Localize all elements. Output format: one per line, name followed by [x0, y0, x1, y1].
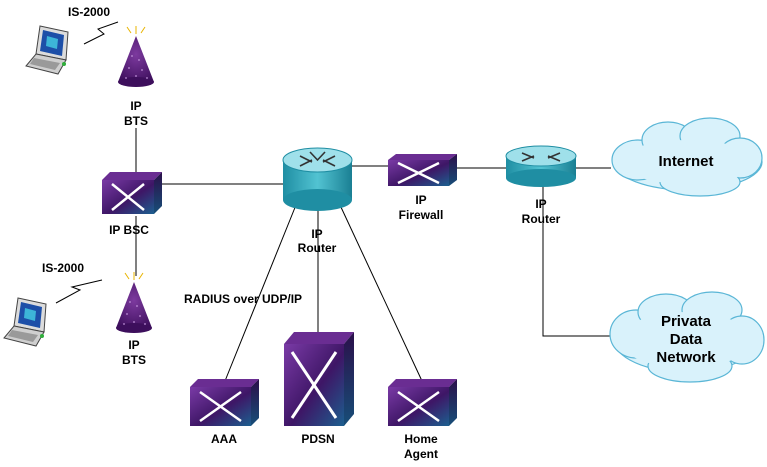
private-network-label-line3: Network	[656, 349, 716, 366]
top-bts-label-line2: BTS	[124, 114, 148, 128]
bts-tower-icon	[116, 272, 152, 333]
wireless-zigzag-icon	[55, 279, 103, 304]
radius-link-label: RADIUS over UDP/IP	[184, 292, 302, 306]
router-icon	[282, 147, 353, 211]
edge-router-label-line2: Router	[522, 212, 561, 226]
aaa-label: AAA	[211, 432, 237, 446]
link-edge-router-private-network	[542, 186, 616, 337]
server-icon	[190, 379, 259, 426]
server-icon	[284, 332, 354, 426]
link-core-router-home-agent	[339, 204, 423, 382]
private-network-label-line2: Data	[670, 331, 703, 348]
home-agent-label-line2: Agent	[404, 447, 438, 461]
top-air-interface-label: IS-2000	[68, 5, 110, 19]
wireless-zigzag-icon	[83, 21, 119, 45]
links	[135, 128, 616, 382]
edge-router-label-line1: IP	[535, 197, 546, 211]
server-icon	[388, 379, 457, 426]
core-router-label-line2: Router	[298, 241, 337, 255]
laptop-icon	[25, 25, 69, 75]
link-core-router-aaa	[224, 204, 297, 382]
home-agent-label-line1: Home	[404, 432, 438, 446]
bts-tower-icon	[118, 26, 154, 87]
firewall-label-line2: Firewall	[399, 208, 444, 222]
core-router-label-line1: IP	[311, 227, 322, 241]
pdsn-label: PDSN	[301, 432, 334, 446]
laptop-icon	[3, 297, 47, 347]
internet-label: Internet	[658, 153, 713, 170]
bsc-label: IP BSC	[109, 223, 149, 237]
bottom-bts-label-line2: BTS	[122, 353, 146, 367]
bottom-air-interface-label: IS-2000	[42, 261, 84, 275]
private-network-label-line1: Privata	[661, 313, 712, 330]
top-bts-label-line1: IP	[130, 99, 141, 113]
firewall-label-line1: IP	[415, 193, 426, 207]
firewall-icon	[388, 154, 457, 186]
router-icon	[505, 145, 577, 187]
bottom-bts-label-line1: IP	[128, 338, 139, 352]
bsc-switch-icon	[102, 172, 162, 214]
